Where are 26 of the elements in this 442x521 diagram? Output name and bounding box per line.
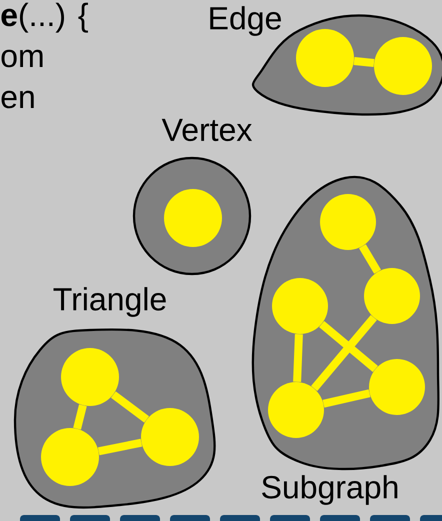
edge-line: [110, 391, 150, 423]
edge-line: [293, 334, 303, 382]
vertex-circle: [364, 268, 420, 324]
node-label: Vertex: [162, 118, 252, 142]
edge-line: [354, 57, 374, 67]
edge-line: [322, 389, 370, 408]
edge-line: [311, 315, 377, 391]
vertex-circle: [374, 37, 432, 95]
edge-line: [98, 438, 142, 456]
vertex-circle: [320, 194, 376, 250]
node-label: Subgraph: [262, 475, 398, 505]
edge-line: [73, 404, 87, 430]
node-label: Triangle: [54, 287, 166, 317]
vertex-circle: [296, 29, 354, 87]
code-text: om: [2, 50, 43, 68]
vertex-circle: [369, 359, 425, 415]
vertex-circle: [61, 348, 119, 406]
edge-line: [358, 244, 382, 274]
vertex-circle: [164, 189, 222, 247]
vertex-circle: [41, 428, 99, 486]
code-text: en: [2, 90, 34, 108]
vertex-circle: [268, 382, 324, 438]
vertex-circle: [141, 408, 199, 466]
vertex-circle: [272, 278, 328, 334]
code-text: e(...) {: [1, 2, 88, 33]
edge-line: [319, 321, 378, 372]
